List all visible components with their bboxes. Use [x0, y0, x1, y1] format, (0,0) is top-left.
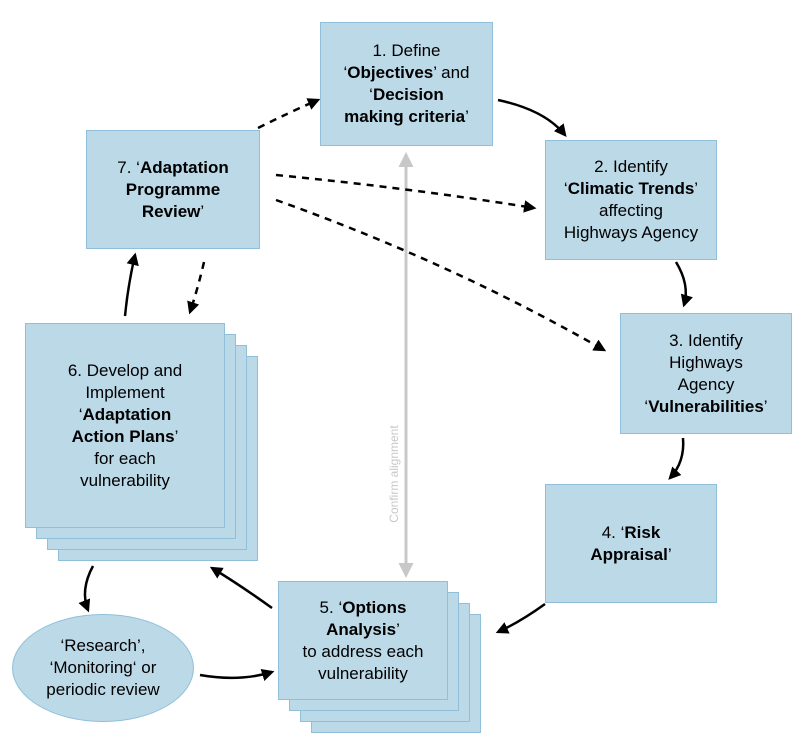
arrow-5-to-6	[209, 566, 273, 610]
step-5-options: Options	[342, 597, 407, 617]
arrow-3-to-4	[668, 437, 685, 480]
arrow-research-to-5	[199, 669, 275, 681]
step-2-box: 2. Identify ‘Climatic Trends’ affecting …	[545, 140, 717, 260]
step-6-quote: ‘	[78, 404, 83, 424]
step-3-line1: 3. Identify	[669, 330, 743, 350]
confirm-alignment-label: Confirm alignment	[387, 422, 401, 526]
step-6-line5: for each	[94, 448, 156, 468]
step-1-decision: Decision	[372, 85, 444, 104]
dashed-7-to-2	[275, 173, 537, 213]
step-5-prefix: 5. ‘	[319, 597, 343, 617]
step-2-quote2: ’	[694, 179, 699, 198]
step-4-appraisal: Appraisal	[590, 544, 668, 564]
step-4-quote: ’	[667, 544, 672, 564]
step-2-line1: 2. Identify	[594, 157, 668, 176]
step-6-line2: Implement	[85, 382, 165, 402]
step-6-action-plans: Action Plans	[71, 426, 175, 446]
research-line3: periodic review	[46, 680, 160, 699]
step-5-line3: to address each	[302, 641, 424, 661]
step-1-quote: ‘	[343, 63, 348, 82]
arrow-2-to-3	[674, 261, 693, 308]
step-7-adaptation: Adaptation	[139, 157, 229, 177]
step-3-vulnerabilities: Vulnerabilities	[648, 396, 764, 416]
step-2-quote: ‘	[563, 179, 568, 198]
step-7-quote: ’	[200, 201, 205, 221]
step-6-box: 6. Develop and Implement ‘Adaptation Act…	[25, 323, 225, 528]
step-7-prefix: 7. ‘	[117, 157, 140, 177]
step-2-line4: Highways Agency	[563, 223, 699, 242]
step-3-quote: ‘	[644, 396, 649, 416]
step-2-line3: affecting	[599, 201, 663, 220]
step-6-adaptation: Adaptation	[82, 404, 172, 424]
step-1-criteria: making criteria	[344, 107, 466, 126]
step-1-box: 1. Define ‘Objectives’ and ‘Decision mak…	[320, 22, 493, 146]
step-1-objectives: Objectives	[347, 63, 434, 82]
step-1-quote3: ’	[465, 107, 469, 126]
arrow-6-to-7	[123, 252, 139, 317]
step-7-box: 7. ‘Adaptation Programme Review’	[86, 130, 260, 249]
step-5-quote: ’	[396, 619, 400, 639]
step-5-line4: vulnerability	[318, 663, 408, 683]
step-3-line2: Highways	[669, 352, 743, 372]
step-1-and: ’ and	[433, 63, 470, 82]
research-line2: ‘Monitoring‘ or	[49, 658, 157, 677]
research-ellipse: ‘Research’, ‘Monitoring‘ or periodic rev…	[12, 614, 194, 722]
step-6-quote2: ’	[174, 426, 179, 446]
research-line1: ‘Research’,	[60, 636, 146, 655]
step-4-box: 4. ‘Risk Appraisal’	[545, 484, 717, 603]
step-7-programme: Programme	[125, 179, 221, 199]
step-6-line6: vulnerability	[80, 470, 170, 490]
step-3-box: 3. Identify Highways Agency ‘Vulnerabili…	[620, 313, 792, 434]
step-1-quote2: ‘	[369, 85, 373, 104]
step-1-line1: 1. Define	[372, 41, 441, 60]
arrow-4-to-5	[495, 602, 546, 634]
step-5-box: 5. ‘Options Analysis’ to address each vu…	[278, 581, 448, 700]
dashed-7-to-3	[275, 198, 607, 352]
step-7-review: Review	[141, 201, 201, 221]
dashed-7-to-1	[257, 98, 321, 130]
dashed-7-to-6	[187, 261, 206, 315]
step-2-climatic-trends: Climatic Trends	[567, 179, 695, 198]
step-6-line1: 6. Develop and	[67, 360, 183, 380]
step-5-analysis: Analysis	[326, 619, 397, 639]
arrow-1-to-2	[497, 98, 567, 137]
step-3-quote2: ’	[763, 396, 768, 416]
step-4-risk: Risk	[624, 522, 661, 542]
step-4-prefix: 4. ‘	[601, 522, 625, 542]
arrow-6-to-research	[78, 565, 95, 613]
step-3-line3: Agency	[677, 374, 735, 394]
